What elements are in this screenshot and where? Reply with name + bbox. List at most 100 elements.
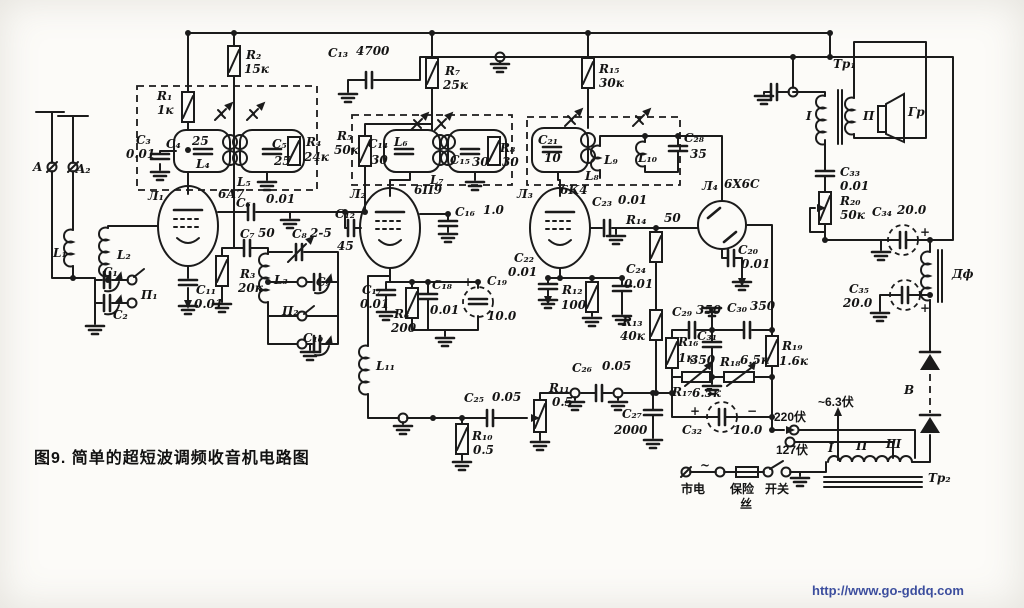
component-label: 20.0	[843, 296, 873, 310]
component-label: R₁₇	[672, 385, 693, 399]
component-label: C₂₁	[538, 133, 559, 147]
component-label: 0.01	[741, 257, 771, 271]
component-label: R₁₀	[472, 429, 493, 443]
component-label: C₁₇	[362, 283, 383, 297]
component-label: 6А7	[218, 187, 245, 201]
component-label: R₅	[337, 129, 353, 143]
component-label: Тр₁	[833, 57, 856, 71]
component-label: L₁₀	[638, 151, 657, 165]
component-label: L₉	[604, 153, 618, 167]
component-label: 6.5к	[740, 353, 769, 367]
component-label: ~	[700, 458, 711, 472]
component-label: 0.01	[360, 297, 390, 311]
component-label: 0.01	[624, 277, 654, 291]
component-label: 6К4	[560, 183, 588, 197]
component-label: 350	[690, 353, 716, 367]
component-label: C₅	[272, 137, 287, 151]
component-label: C₁₅	[450, 153, 471, 167]
component-label: C₈	[292, 227, 307, 241]
component-label: 350	[696, 303, 722, 317]
component-label: 1.0	[483, 203, 504, 217]
component-label: A₂	[76, 162, 91, 176]
component-label: ~6.3伏	[818, 395, 854, 409]
component-label: 保险	[730, 482, 755, 496]
component-label: R₁₅	[599, 62, 620, 76]
component-label: В	[904, 383, 915, 397]
component-label: 0.01	[840, 179, 870, 193]
component-label: 24к	[304, 150, 329, 164]
component-label: 6.5к	[692, 386, 721, 400]
component-label: C₃₀	[727, 301, 748, 315]
component-label: L₃	[274, 273, 288, 287]
component-label: +	[690, 404, 701, 418]
component-label: C₁₂	[335, 207, 356, 221]
component-label: 45	[337, 239, 354, 253]
component-label: 200	[391, 321, 417, 335]
component-label: C₂₄	[626, 262, 647, 276]
component-label: П₁	[141, 288, 158, 302]
component-label: C₂₅	[464, 391, 485, 405]
component-label: +	[463, 275, 474, 289]
component-label: R₁₈	[720, 355, 741, 369]
component-label: 2-5	[310, 226, 332, 240]
component-label: Дф	[952, 267, 974, 281]
component-label: 6П9	[414, 183, 443, 197]
component-label: R₈	[500, 141, 516, 155]
component-label: П₂	[282, 304, 299, 318]
component-label: 0.01	[430, 303, 460, 317]
component-label: C₁₃	[328, 46, 349, 60]
component-label: C₁₄	[368, 137, 389, 151]
component-label: Ш	[886, 437, 902, 451]
component-label: 35	[690, 147, 707, 161]
component-label: 30	[472, 155, 489, 169]
component-label: 40к	[620, 329, 645, 343]
component-label: I	[806, 109, 812, 123]
component-label: L₈	[585, 169, 599, 183]
component-label: L₁	[53, 246, 67, 260]
component-label: 30	[502, 155, 519, 169]
component-label: 50	[664, 211, 681, 225]
component-label: C₁₆	[455, 205, 476, 219]
component-label: C₃₁	[697, 329, 718, 343]
component-label: 50	[258, 226, 275, 240]
component-label: 30	[371, 153, 388, 167]
component-label: 20к	[238, 281, 263, 295]
component-label: 0.01	[126, 147, 156, 161]
component-label: Тр₂	[928, 471, 951, 485]
component-label: R₁₆	[678, 335, 699, 349]
component-label: 市电	[681, 482, 706, 496]
component-label: R₁	[157, 89, 173, 103]
component-label: C₂₈	[684, 131, 705, 145]
component-label: 开关	[765, 482, 790, 496]
component-label: 0.5	[552, 395, 573, 409]
component-label: Л₄	[702, 179, 718, 193]
component-label: R₁₂	[562, 283, 583, 297]
component-label: A	[33, 160, 43, 174]
component-label: 6Х6С	[724, 177, 760, 191]
component-label: C₂₀	[738, 243, 759, 257]
component-label: R₆	[394, 307, 410, 321]
component-label: C₃₃	[840, 165, 861, 179]
component-label: Л₁	[148, 189, 164, 203]
component-label: П	[863, 109, 875, 123]
component-label: L₄	[196, 157, 210, 171]
component-label: 15к	[244, 62, 269, 76]
component-label: 4700	[356, 44, 390, 58]
component-label: C₂	[113, 308, 128, 322]
component-label: 50к	[334, 143, 359, 157]
component-label: 50к	[840, 208, 865, 222]
component-label: C₂₂	[514, 251, 535, 265]
component-label: L₂	[117, 248, 131, 262]
figure-caption: 图9. 简单的超短波调频收音机电路图	[34, 450, 310, 467]
component-label: 220伏	[774, 410, 807, 424]
component-label: 丝	[740, 497, 753, 511]
component-label: 0.5	[473, 443, 494, 457]
component-label: +	[920, 225, 931, 239]
component-label: Гр	[908, 105, 925, 119]
component-label: C₃	[136, 133, 151, 147]
component-label: 100	[561, 298, 587, 312]
component-label: C₉	[316, 275, 331, 289]
component-label: П	[856, 439, 868, 453]
